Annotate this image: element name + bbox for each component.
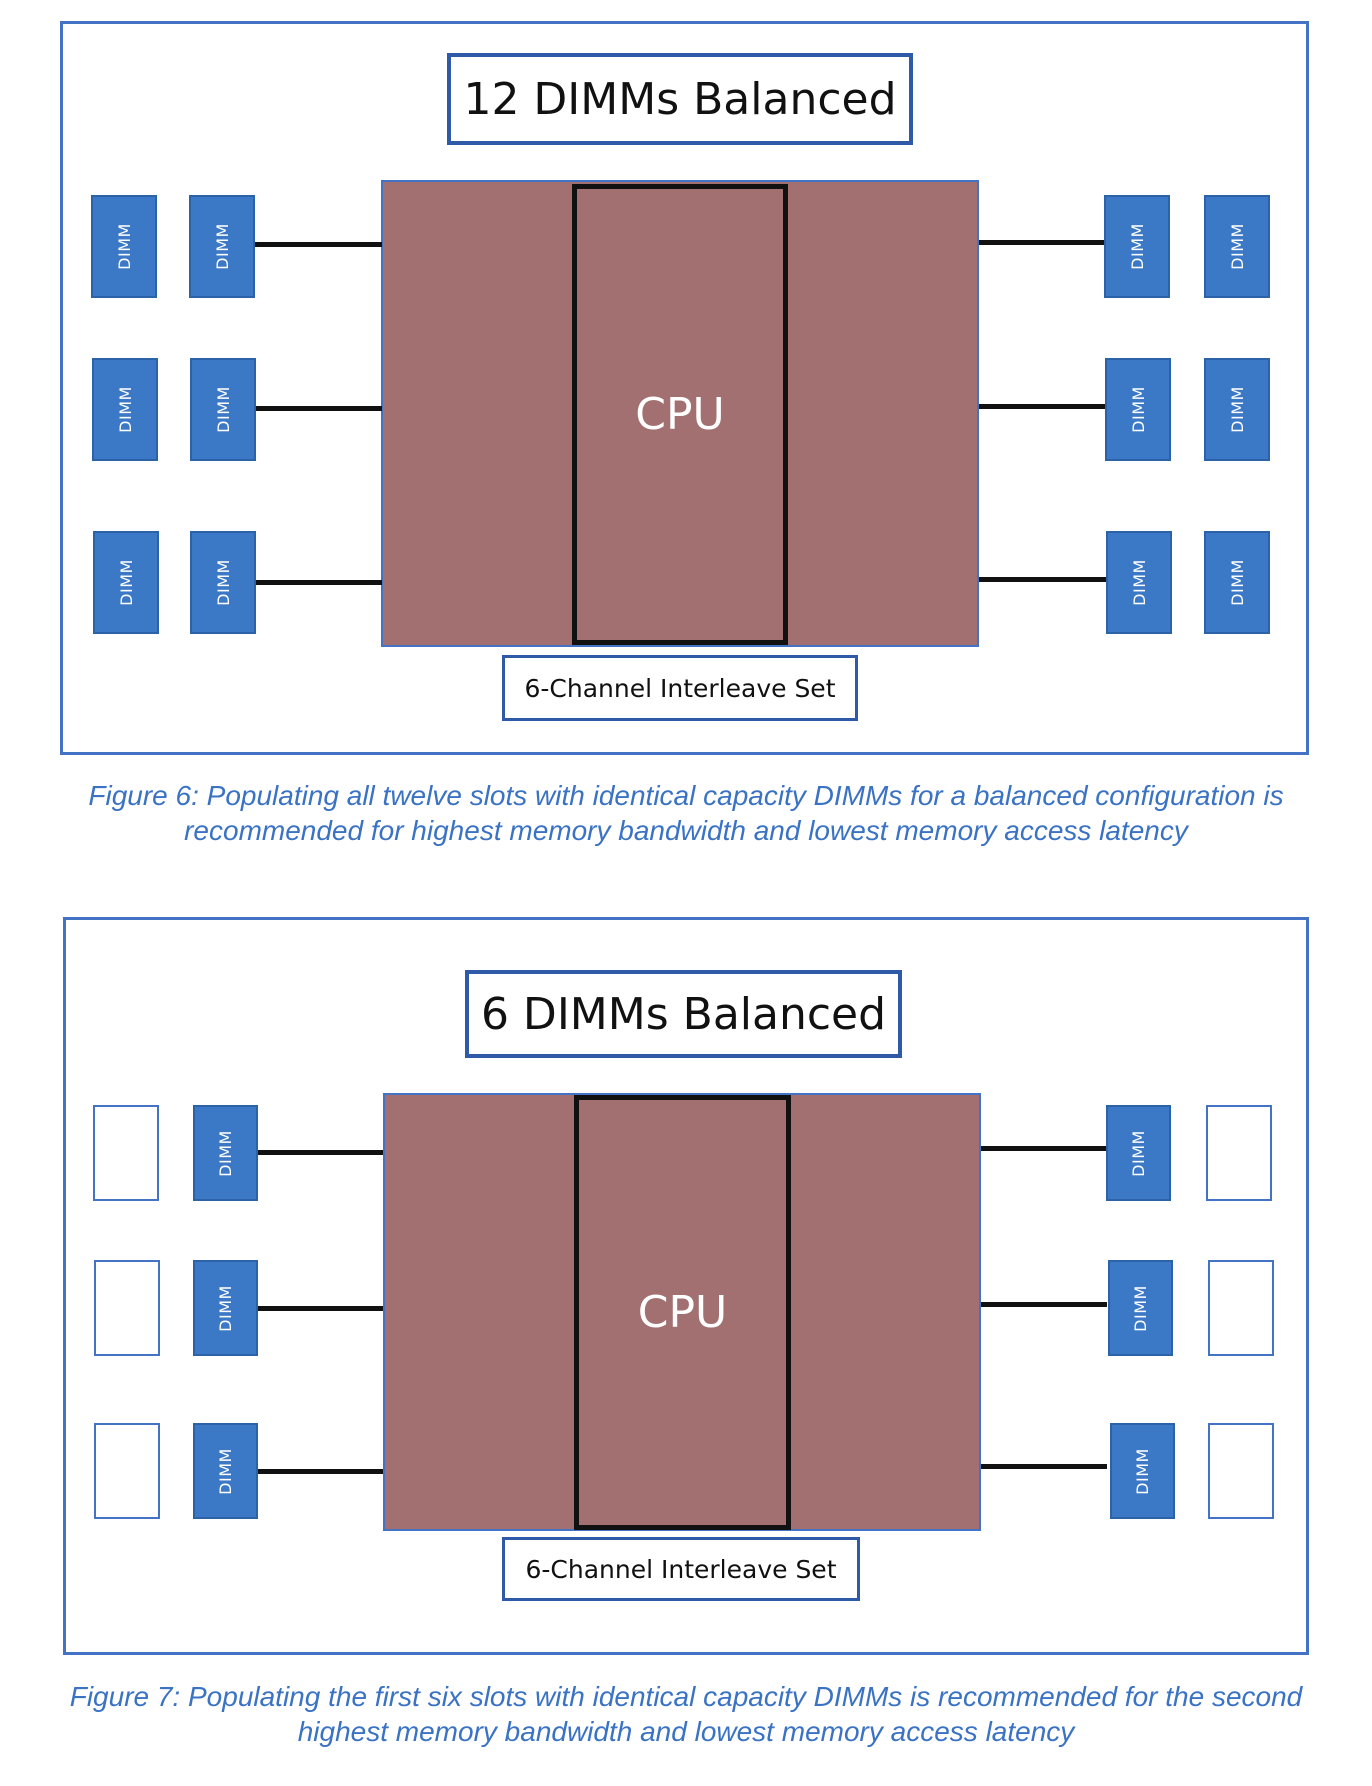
dimm-label: DIMM: [1128, 386, 1148, 433]
figure6-dimm-left-inner-1: DIMM: [189, 195, 255, 298]
dimm-label: DIMM: [115, 386, 135, 433]
figure7-dimm-left-3: DIMM: [193, 1423, 258, 1519]
figure6-dimm-left-outer-3: DIMM: [93, 531, 159, 634]
figure6-dimm-left-outer-2: DIMM: [92, 358, 158, 461]
figure6-interleave-set-label: 6-Channel Interleave Set: [502, 655, 858, 721]
figure7-dimm-right-1: DIMM: [1106, 1105, 1171, 1201]
figure6-dimm-right-inner-3: DIMM: [1106, 531, 1172, 634]
figure7-caption-line2: highest memory bandwidth and lowest memo…: [297, 1716, 1075, 1747]
figure7-interleave-set-label: 6-Channel Interleave Set: [502, 1537, 860, 1601]
figure7-dimm-right-2: DIMM: [1108, 1260, 1173, 1356]
figure7-dimm-right-3: DIMM: [1110, 1423, 1175, 1519]
dimm-label: DIMM: [212, 223, 232, 270]
figure6-channel-wire-left-3: [255, 580, 382, 585]
figure7-empty-slot-right-1: [1206, 1105, 1272, 1201]
figure6-channel-wire-left-2: [255, 406, 382, 411]
dimm-label: DIMM: [1227, 386, 1247, 433]
figure6-cpu-core: CPU: [572, 184, 788, 645]
figure6-cpu-label: CPU: [635, 389, 725, 440]
figure6-channel-wire-left-1: [255, 242, 382, 247]
dimm-label: DIMM: [1129, 1129, 1148, 1177]
dimm-label: DIMM: [1227, 223, 1247, 270]
figure7-cpu-label: CPU: [637, 1287, 728, 1338]
figure6-channel-wire-right-1: [979, 240, 1106, 245]
figure6-dimm-right-outer-2: DIMM: [1204, 358, 1270, 461]
dimm-label: DIMM: [1129, 559, 1149, 606]
figure7-caption-line1: Figure 7: Populating the first six slots…: [69, 1681, 1303, 1712]
figure7-title: 6 DIMMs Balanced: [465, 970, 902, 1058]
figure6-caption-line1: Figure 6: Populating all twelve slots wi…: [88, 780, 1284, 811]
dimm-label: DIMM: [216, 1284, 235, 1332]
figure6-dimm-right-inner-1: DIMM: [1104, 195, 1170, 298]
dimm-label: DIMM: [116, 559, 136, 606]
dimm-label: DIMM: [216, 1447, 235, 1495]
figure6-dimm-right-outer-1: DIMM: [1204, 195, 1270, 298]
figure6-channel-wire-right-2: [979, 404, 1106, 409]
figure7-empty-slot-right-2: [1208, 1260, 1274, 1356]
figure6-dimm-right-inner-2: DIMM: [1105, 358, 1171, 461]
dimm-label: DIMM: [213, 559, 233, 606]
figure6-dimm-right-outer-3: DIMM: [1204, 531, 1270, 634]
figure7-empty-slot-left-3: [94, 1423, 160, 1519]
dimm-label: DIMM: [1131, 1284, 1150, 1332]
figure6-title: 12 DIMMs Balanced: [447, 53, 913, 145]
figure7-channel-wire-right-3: [981, 1464, 1107, 1469]
dimm-label: DIMM: [1227, 559, 1247, 606]
figure7-empty-slot-right-3: [1208, 1423, 1274, 1519]
dimm-label: DIMM: [114, 223, 134, 270]
dimm-label: DIMM: [213, 386, 233, 433]
figure6-cpu-package: [381, 180, 979, 647]
figure7-channel-wire-right-2: [981, 1302, 1107, 1307]
figure7-channel-wire-left-3: [257, 1469, 383, 1474]
figure7-empty-slot-left-1: [93, 1105, 159, 1201]
dimm-label: DIMM: [1127, 223, 1147, 270]
figure6-dimm-left-inner-3: DIMM: [190, 531, 256, 634]
dimm-label: DIMM: [1133, 1447, 1152, 1495]
figure7-dimm-left-2: DIMM: [193, 1260, 258, 1356]
figure6-channel-wire-right-3: [979, 577, 1106, 582]
figure6-dimm-left-inner-2: DIMM: [190, 358, 256, 461]
figure7-cpu-package: [383, 1093, 981, 1531]
figure7-channel-wire-left-1: [257, 1150, 383, 1155]
figure7-cpu-core: CPU: [574, 1095, 791, 1530]
figure6-caption-line2: recommended for highest memory bandwidth…: [184, 815, 1188, 846]
figure7-channel-wire-right-1: [981, 1146, 1107, 1151]
dimm-label: DIMM: [216, 1129, 235, 1177]
figure7-empty-slot-left-2: [94, 1260, 160, 1356]
figure7-dimm-left-1: DIMM: [193, 1105, 258, 1201]
figure7-channel-wire-left-2: [257, 1306, 383, 1311]
figure6-dimm-left-outer-1: DIMM: [91, 195, 157, 298]
